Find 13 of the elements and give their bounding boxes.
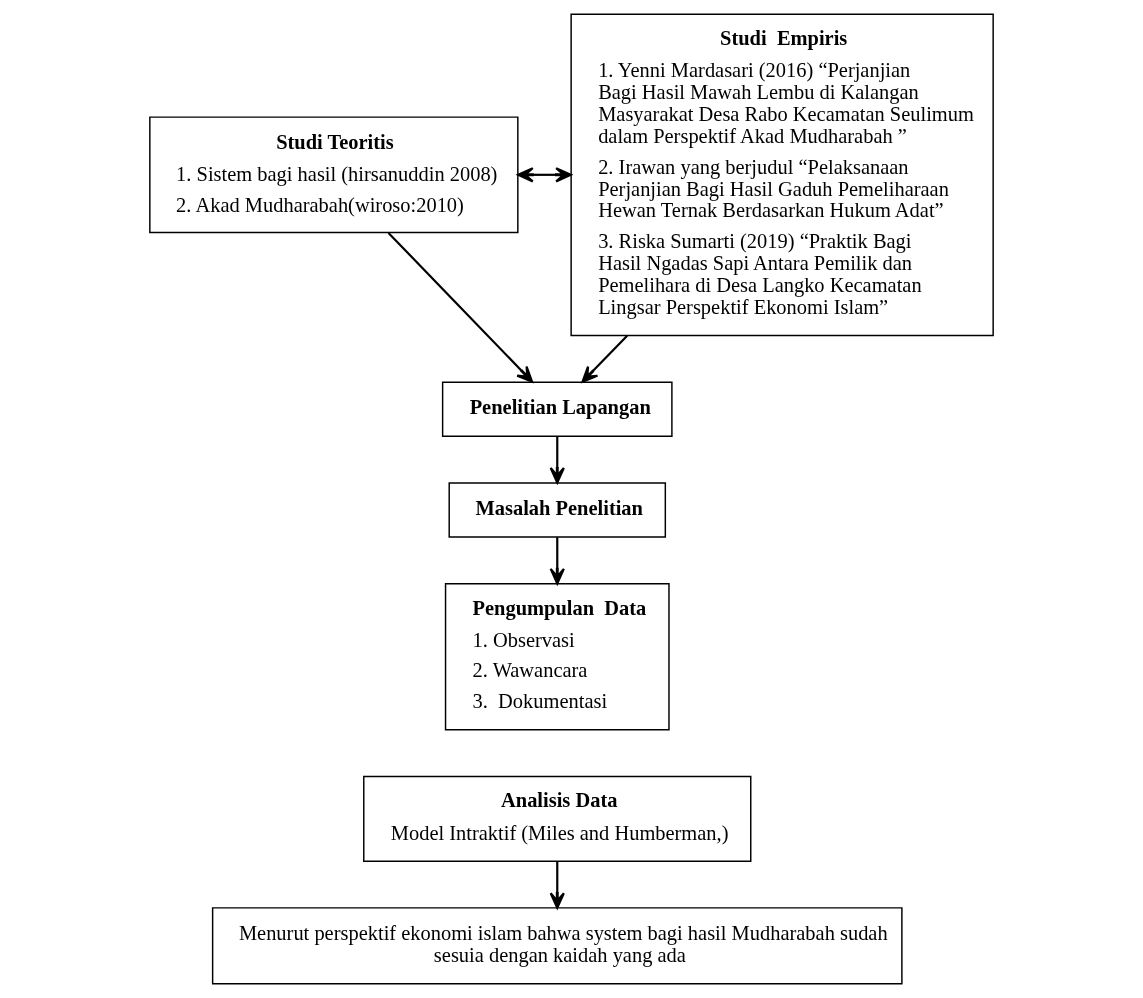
node-box: Pengumpulan Data 1. Observasi 2. Wawancara 3. Dokumentasi [444, 582, 670, 731]
arrow [549, 861, 565, 909]
node-box: Studi Empiris 1. Yenni Mardasari (2016) “Perjanjian Bagi Hasil Mawah Lembu di Kalangan Masyarakat Desa Rabo Kecamatan Seulimum dalam Perspektif Akad Mudharabah ” 2. Irawan yang berjudul “Pelaksanaan Perjanjian Bagi Hasil Gaduh Pemeliharaan Hewan Ternak Berdasarkan Hukum Adat” 3. Riska Sumarti (2019) “Praktik Bagi Hasil Ngadas Sapi Antara Pemilik dan Pemelihara di Desa Langko Kecamatan Lingsar Perspektif Ekonomi Islam” [570, 13, 994, 337]
node-box: Analisis Data Model Intraktif (Miles and Humberman,) [363, 775, 752, 862]
arrow [387, 232, 534, 383]
node-box: Menurut perspektif ekonomi islam bahwa system bagi hasil Mudharabah sudah sesuia dengan kaidah yang ada [211, 907, 903, 985]
arrow [581, 335, 628, 383]
arrow [549, 537, 565, 585]
arrow [549, 436, 565, 484]
node-box: Studi Teoritis 1. Sistem bagi hasil (hirsanuddin 2008) 2. Akad Mudharabah(wiroso:2010) [149, 116, 519, 234]
node-box: Masalah Penelitian [448, 482, 667, 538]
arrow [517, 167, 572, 183]
node-box: Penelitian Lapangan [441, 381, 673, 437]
